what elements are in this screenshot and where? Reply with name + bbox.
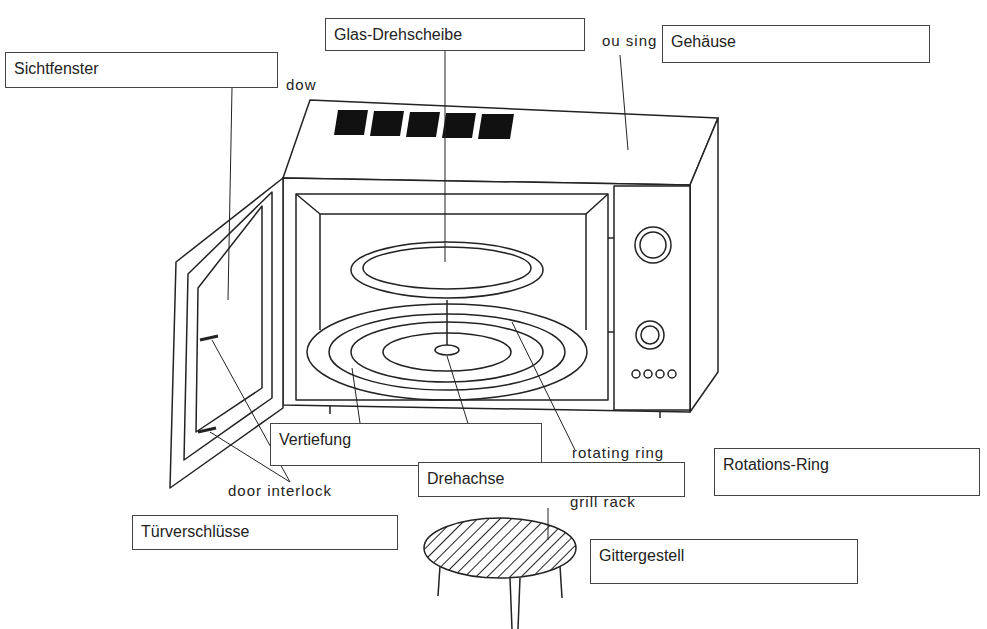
english-label: rotating ring (572, 444, 664, 461)
label-box: Gehäuse (662, 25, 930, 63)
timer-knob (635, 227, 671, 263)
control-panel (614, 186, 690, 410)
part-name: Sichtfenster (14, 59, 269, 78)
part-name: Türverschlüsse (141, 522, 389, 541)
english-label: grill rack (570, 493, 636, 510)
rack-leg (518, 578, 520, 629)
label-box: Gittergestell (590, 539, 858, 584)
button (668, 370, 676, 378)
part-name: Gittergestell (599, 546, 849, 565)
part-name: Drehachse (427, 469, 676, 488)
oven-cavity (296, 194, 608, 400)
button (632, 370, 640, 378)
cavity-edge (296, 194, 608, 214)
rack-leg (438, 566, 440, 596)
door-hook (198, 428, 216, 432)
button (644, 370, 652, 378)
part-name: Glas-Drehscheibe (334, 25, 576, 44)
rack-leg (560, 566, 562, 598)
timer-knob (640, 232, 666, 258)
label-box: Glas-Drehscheibe (325, 18, 585, 51)
part-name: Rotations-Ring (723, 455, 971, 474)
door-hook (200, 336, 218, 340)
turn-axis (446, 300, 448, 345)
housing-top (283, 100, 718, 185)
english-label: ou sing (602, 32, 657, 49)
power-knob (636, 321, 664, 349)
label-box: Vertiefung (270, 423, 542, 466)
part-name: Gehäuse (671, 32, 921, 51)
turn-axis (435, 345, 459, 355)
english-label: door interlock (228, 482, 332, 499)
label-box: Drehachse (418, 462, 685, 497)
rack-leg (510, 578, 512, 629)
label-box: Rotations-Ring (714, 448, 980, 496)
door (170, 178, 283, 488)
glass-turntable (351, 242, 543, 298)
english-label: dow (286, 76, 317, 93)
housing-front (283, 178, 690, 412)
vent-slots (334, 110, 514, 139)
part-name: Vertiefung (279, 430, 533, 449)
foot (329, 406, 331, 414)
housing-side (690, 118, 718, 412)
power-knob (641, 326, 659, 344)
button (656, 370, 664, 378)
grill-rack (424, 518, 576, 578)
label-box: Türverschlüsse (132, 515, 398, 550)
cavity-edge (319, 214, 321, 330)
foot (659, 411, 661, 418)
cavity-edge (585, 214, 587, 330)
latch-slot (608, 237, 614, 239)
label-box: Sichtfenster (5, 52, 278, 88)
door-frame (184, 192, 272, 460)
glass-turntable (363, 247, 531, 289)
latch-slot (608, 331, 614, 333)
